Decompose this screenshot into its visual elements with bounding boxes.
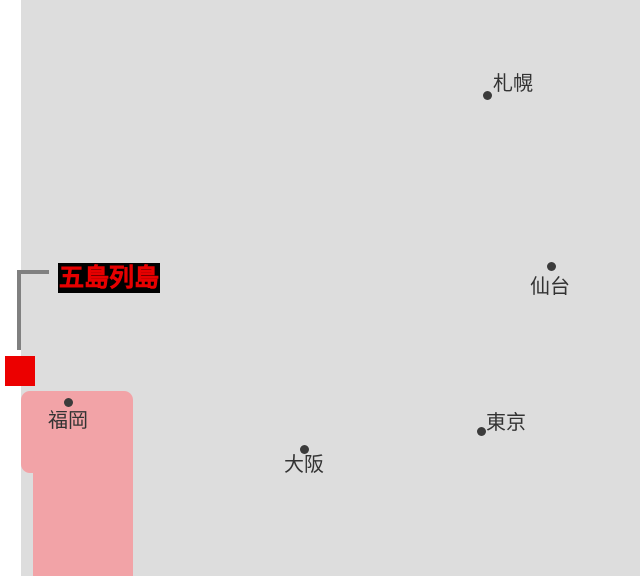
city-label-osaka: 大阪 bbox=[284, 452, 324, 476]
city-label-tokyo: 東京 bbox=[486, 410, 526, 434]
city-dot-icon bbox=[299, 444, 309, 454]
annotation-callout-label: 五島列島 bbox=[58, 263, 161, 293]
city-label-sendai: 仙台 bbox=[530, 274, 570, 298]
city-dot-icon bbox=[482, 90, 492, 100]
city-label-fukuoka: 福岡 bbox=[48, 408, 88, 432]
city-label-sapporo: 札幌 bbox=[493, 71, 533, 95]
city-dot-icon bbox=[63, 397, 73, 407]
annotation-leader-horizontal bbox=[17, 270, 49, 274]
annotation-marker-square[interactable] bbox=[5, 356, 35, 386]
annotation-leader-vertical bbox=[17, 270, 21, 350]
city-dot-icon bbox=[476, 426, 486, 436]
city-dot-icon bbox=[546, 261, 556, 271]
highlighted-region-lower[interactable] bbox=[33, 452, 133, 576]
